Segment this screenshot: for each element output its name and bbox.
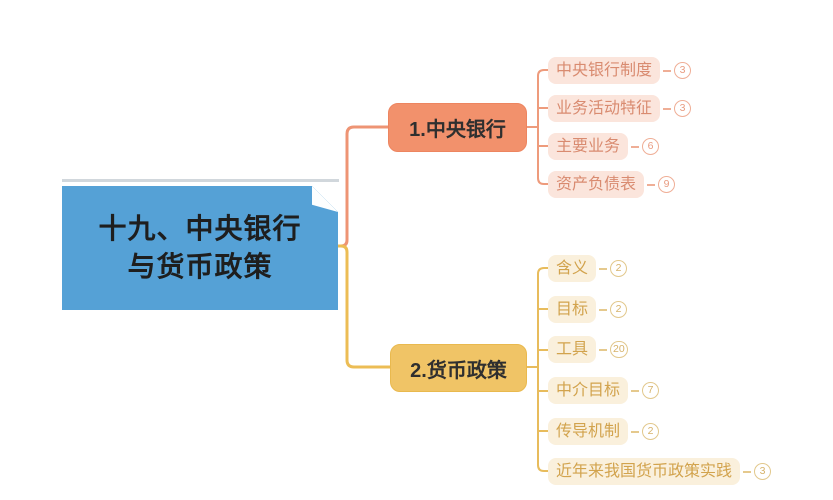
count-badge[interactable]: 3 — [674, 62, 692, 79]
count-badge[interactable]: 2 — [610, 301, 628, 318]
badge-connector — [743, 470, 752, 473]
child-topic-goals[interactable]: 目标 — [548, 296, 597, 323]
badge-connector — [631, 389, 640, 392]
child-topic-recent-policy-practice[interactable]: 近年来我国货币政策实践 — [548, 458, 741, 485]
count-badge[interactable]: 9 — [658, 176, 676, 193]
root-topic-node[interactable]: 十九、中央银行 与货币政策 — [62, 186, 338, 310]
badge-connector — [599, 308, 608, 311]
child-row: 中介目标 7 — [548, 377, 660, 404]
child-row: 传导机制 2 — [548, 418, 660, 445]
badge-connector — [663, 107, 672, 110]
count-badge[interactable]: 7 — [642, 382, 660, 399]
child-topic-intermediate-goals[interactable]: 中介目标 — [548, 377, 629, 404]
root-node-top-shadow — [62, 179, 339, 182]
badge-connector — [599, 267, 608, 270]
count-badge[interactable]: 20 — [610, 341, 628, 358]
child-row: 工具 20 — [548, 336, 628, 363]
branch1-child-lines — [524, 69, 549, 185]
badge-connector — [631, 430, 640, 433]
child-topic-balance-sheet[interactable]: 资产负债表 — [548, 171, 645, 198]
child-topic-central-bank-system[interactable]: 中央银行制度 — [548, 57, 661, 84]
child-topic-main-business[interactable]: 主要业务 — [548, 133, 629, 160]
badge-connector — [599, 348, 608, 351]
badge-connector — [647, 183, 656, 186]
child-topic-transmission-mechanism[interactable]: 传导机制 — [548, 418, 629, 445]
count-badge[interactable]: 2 — [642, 423, 660, 440]
child-row: 目标 2 — [548, 296, 628, 323]
badge-connector — [663, 69, 672, 72]
root-title-line2: 与货币政策 — [127, 251, 273, 282]
child-row: 业务活动特征 3 — [548, 95, 692, 122]
root-to-branch1-line — [333, 125, 391, 248]
child-row: 资产负债表 9 — [548, 171, 676, 198]
branch2-child-lines — [524, 267, 549, 472]
child-row: 中央银行制度 3 — [548, 57, 692, 84]
child-row: 近年来我国货币政策实践 3 — [548, 458, 772, 485]
root-to-branch2-line — [333, 244, 393, 369]
count-badge[interactable]: 3 — [674, 100, 692, 117]
child-row: 主要业务 6 — [548, 133, 660, 160]
count-badge[interactable]: 6 — [642, 138, 660, 155]
child-topic-tools[interactable]: 工具 — [548, 336, 597, 363]
count-badge[interactable]: 2 — [610, 260, 628, 277]
branch-node-monetary-policy[interactable]: 2.货币政策 — [390, 344, 527, 392]
child-topic-meaning[interactable]: 含义 — [548, 255, 597, 282]
count-badge[interactable]: 3 — [754, 463, 772, 480]
root-title-line1: 十九、中央银行 — [98, 213, 302, 244]
branch-node-central-bank[interactable]: 1.中央银行 — [388, 103, 527, 152]
badge-connector — [631, 145, 640, 148]
child-topic-business-activity-features[interactable]: 业务活动特征 — [548, 95, 661, 122]
child-row: 含义 2 — [548, 255, 628, 282]
